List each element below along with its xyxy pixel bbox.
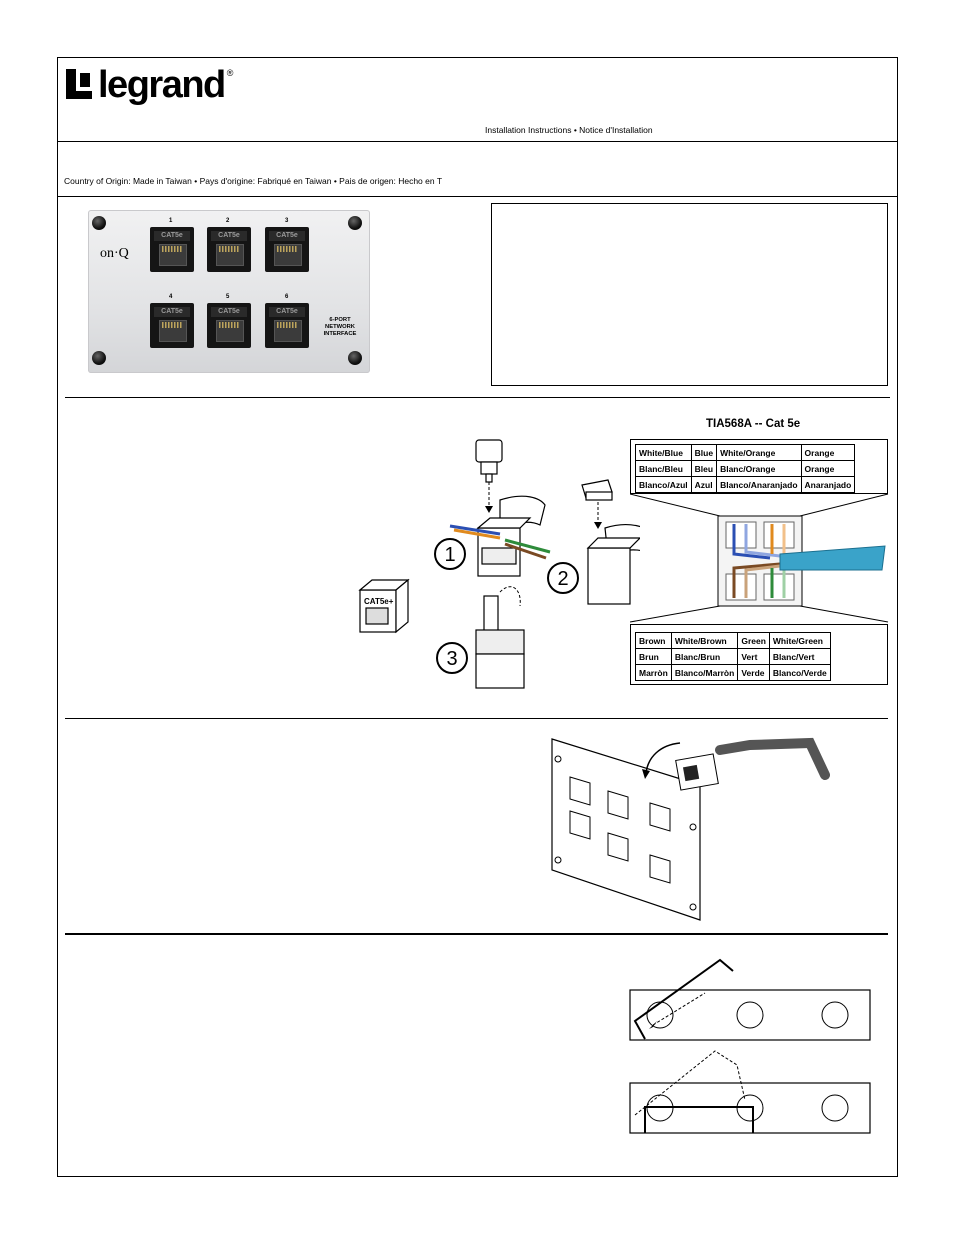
table-cell: Blanco/Marròn	[670, 664, 739, 681]
table-cell: Brun	[635, 648, 672, 665]
rj45-port: CAT5e	[150, 227, 194, 272]
jack-wiring-closeup	[630, 494, 889, 623]
section-divider-1	[65, 397, 890, 398]
table-cell: Blanc/Brun	[670, 648, 739, 665]
punch-tool-icon	[475, 439, 503, 483]
port-number: 4	[169, 294, 173, 300]
table-cell: Marròn	[635, 664, 672, 681]
table-cell: Orange	[800, 460, 856, 477]
panel-caption: 6-PORT NETWORK INTERFACE	[323, 317, 357, 337]
port-number: 3	[285, 218, 289, 224]
port-label: CAT5e	[154, 231, 190, 241]
specification-box	[491, 203, 888, 386]
wiring-standard-title: TIA568A -- Cat 5e	[706, 418, 801, 430]
table-cell: Green	[737, 632, 770, 649]
rj45-port: CAT5e	[150, 303, 194, 348]
section-divider-3	[65, 933, 888, 935]
legrand-logo: legrand ®	[66, 63, 233, 107]
rj45-port: CAT5e	[265, 303, 309, 348]
port-label: CAT5e	[269, 231, 305, 241]
table-cell: Blanco/Azul	[635, 476, 692, 493]
keystone-jack-icon	[358, 578, 410, 634]
rj45-port: CAT5e	[207, 303, 251, 348]
plate-insertion-diagram	[551, 737, 830, 921]
table-cell: Blue	[690, 444, 718, 461]
table-cell: Anaranjado	[800, 476, 856, 493]
brand-name: legrand	[98, 64, 226, 106]
table-cell: Blanco/Verde	[768, 664, 831, 681]
port-number: 1	[169, 218, 173, 224]
port-number: 5	[226, 294, 230, 300]
port-label: CAT5e	[269, 307, 305, 317]
page-frame	[57, 57, 898, 1177]
country-of-origin: Country of Origin: Made in Taiwan • Pays…	[64, 176, 443, 186]
port-label: CAT5e	[154, 307, 190, 317]
removal-diagram	[629, 958, 871, 1134]
table-cell: White/Green	[768, 632, 831, 649]
jack-step3	[475, 595, 525, 689]
port-label: CAT5e	[211, 231, 247, 241]
table-cell: White/Blue	[635, 444, 692, 461]
termination-steps-diagram: 1 2 CAT5e+ 3	[358, 439, 640, 689]
legrand-logo-mark-icon	[66, 69, 92, 101]
header-divider	[57, 141, 898, 142]
screw-icon	[348, 351, 362, 365]
step-2-label: 2	[557, 568, 568, 590]
jack-label: CAT5e+	[364, 597, 394, 606]
table-cell: White/Brown	[670, 632, 739, 649]
table-cell: Blanc/Bleu	[635, 460, 692, 477]
rj45-port: CAT5e	[265, 227, 309, 272]
table-cell: Bleu	[690, 460, 718, 477]
registered-mark: ®	[226, 68, 234, 78]
wiring-bottom-box	[630, 624, 888, 685]
rj45-port: CAT5e	[207, 227, 251, 272]
port-label: CAT5e	[211, 307, 247, 317]
document-subtitle: Installation Instructions • Notice d'Ins…	[485, 125, 653, 135]
step-1-marker	[434, 538, 466, 570]
jack-step2	[586, 524, 640, 605]
table-cell: Blanc/Orange	[716, 460, 802, 477]
step-1-label: 1	[444, 544, 455, 566]
wiring-top-box	[630, 439, 888, 494]
screw-icon	[92, 351, 106, 365]
table-cell: Orange	[800, 444, 856, 461]
table-cell: White/Orange	[716, 444, 802, 461]
table-cell: Blanco/Anaranjado	[716, 476, 802, 493]
dust-cap-icon	[581, 479, 613, 501]
table-cell: Verde	[737, 664, 770, 681]
step-3-marker	[436, 642, 468, 674]
step-2-marker	[547, 562, 579, 594]
step-3-label: 3	[446, 648, 457, 670]
screw-icon	[348, 216, 362, 230]
port-number: 2	[226, 218, 230, 224]
table-cell: Blanc/Vert	[768, 648, 831, 665]
panel-brand: on·Q	[100, 246, 129, 261]
section-divider-2	[65, 718, 888, 719]
origin-divider	[57, 196, 898, 197]
port-number: 6	[285, 294, 289, 300]
table-cell: Vert	[737, 648, 770, 665]
table-cell: Brown	[635, 632, 672, 649]
table-cell: Azul	[690, 476, 718, 493]
screw-icon	[92, 216, 106, 230]
